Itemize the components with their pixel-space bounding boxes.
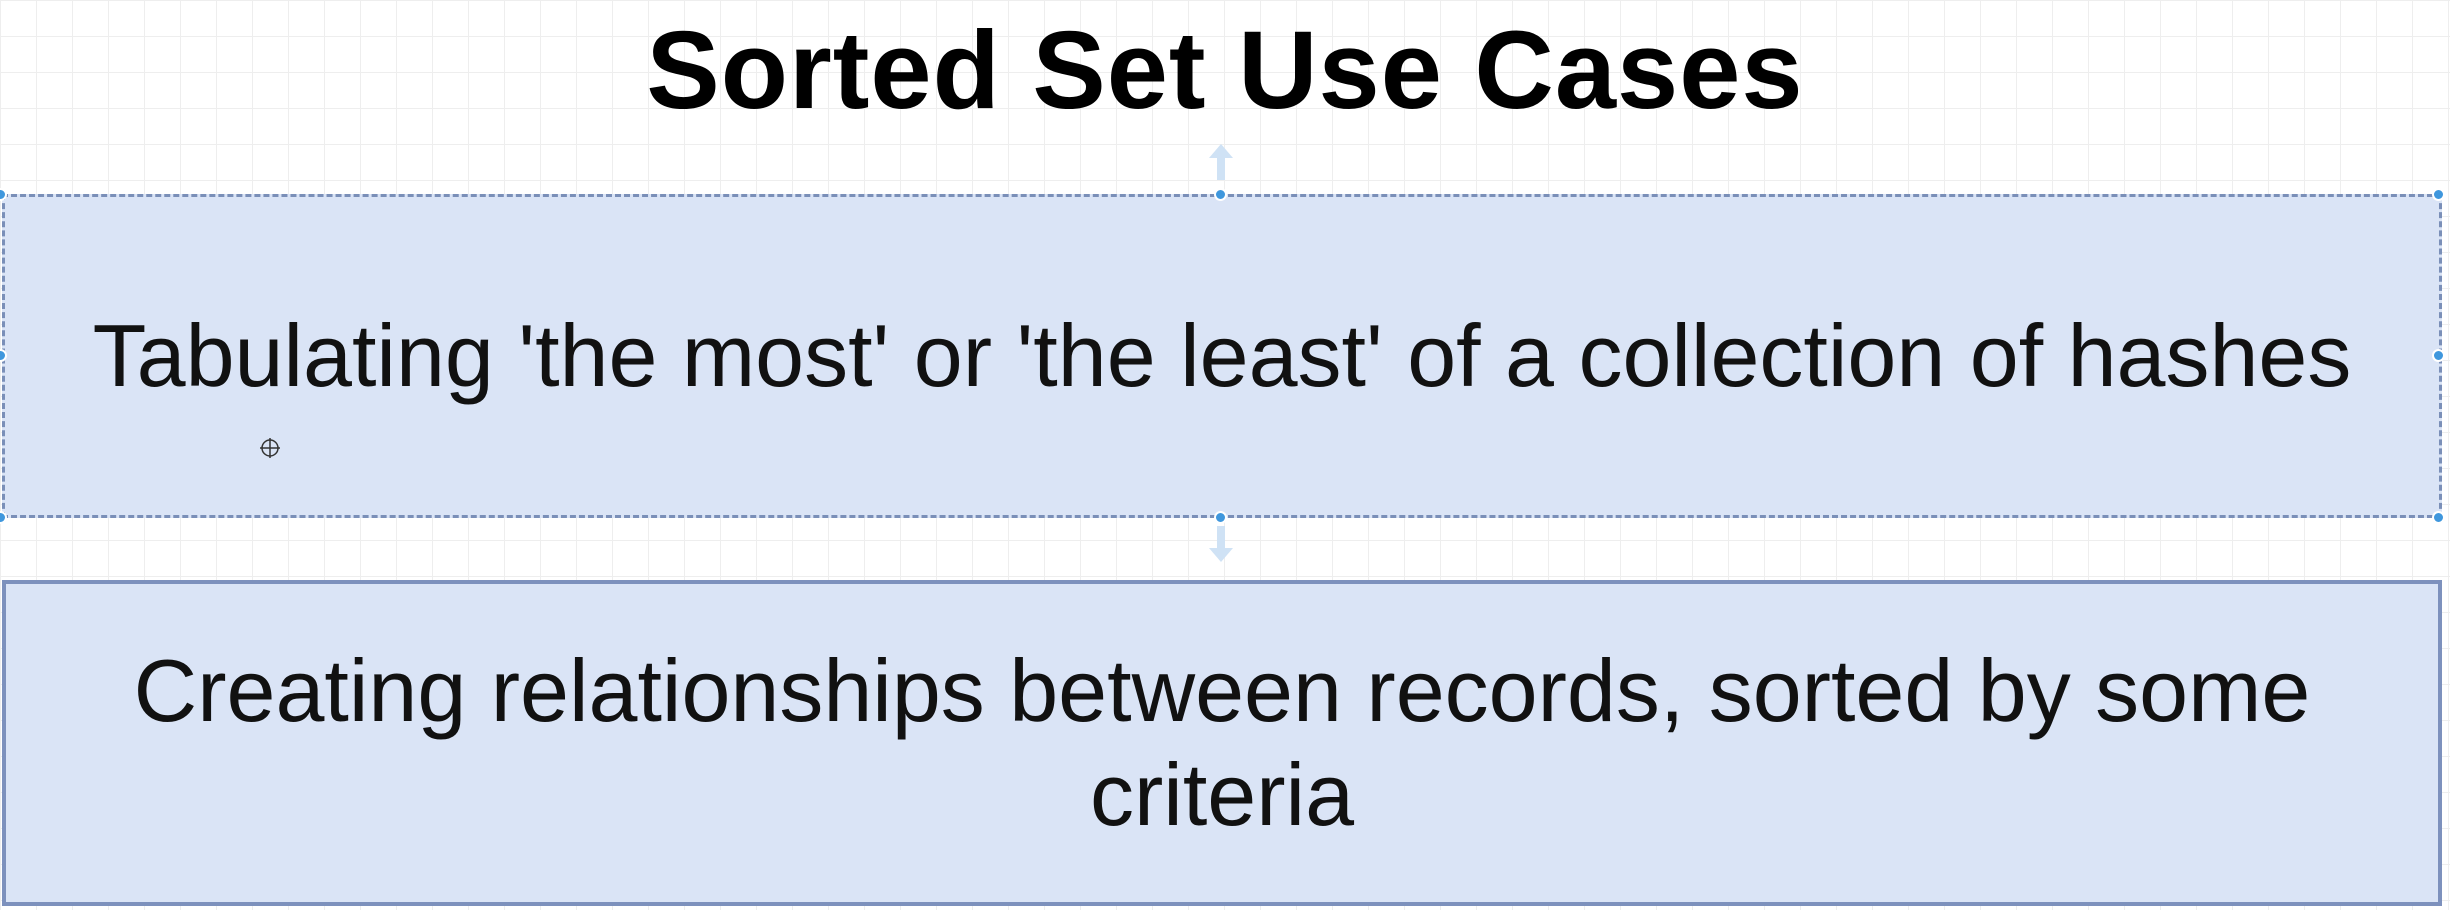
selection-handle-top-right[interactable] xyxy=(2432,188,2445,201)
use-case-text-2: Creating relationships between records, … xyxy=(133,641,2311,844)
use-case-box-2[interactable]: Creating relationships between records, … xyxy=(2,580,2442,906)
selection-handle-top-left[interactable] xyxy=(0,188,7,201)
connection-arrow-down-icon[interactable] xyxy=(1206,524,1236,564)
selection-handle-left[interactable] xyxy=(0,349,7,362)
move-cursor-icon xyxy=(260,438,280,458)
selection-handle-right[interactable] xyxy=(2432,349,2445,362)
selection-handle-bottom-left[interactable] xyxy=(0,511,7,524)
use-case-text-1: Tabulating 'the most' or 'the least' of … xyxy=(92,306,2352,405)
diagram-title: Sorted Set Use Cases xyxy=(646,9,1804,132)
selection-handle-bottom-right[interactable] xyxy=(2432,511,2445,524)
selection-handle-top[interactable] xyxy=(1214,188,1227,201)
selection-handle-bottom[interactable] xyxy=(1214,511,1227,524)
use-case-box-1[interactable]: Tabulating 'the most' or 'the least' of … xyxy=(2,194,2442,518)
connection-arrow-up-icon[interactable] xyxy=(1206,142,1236,182)
